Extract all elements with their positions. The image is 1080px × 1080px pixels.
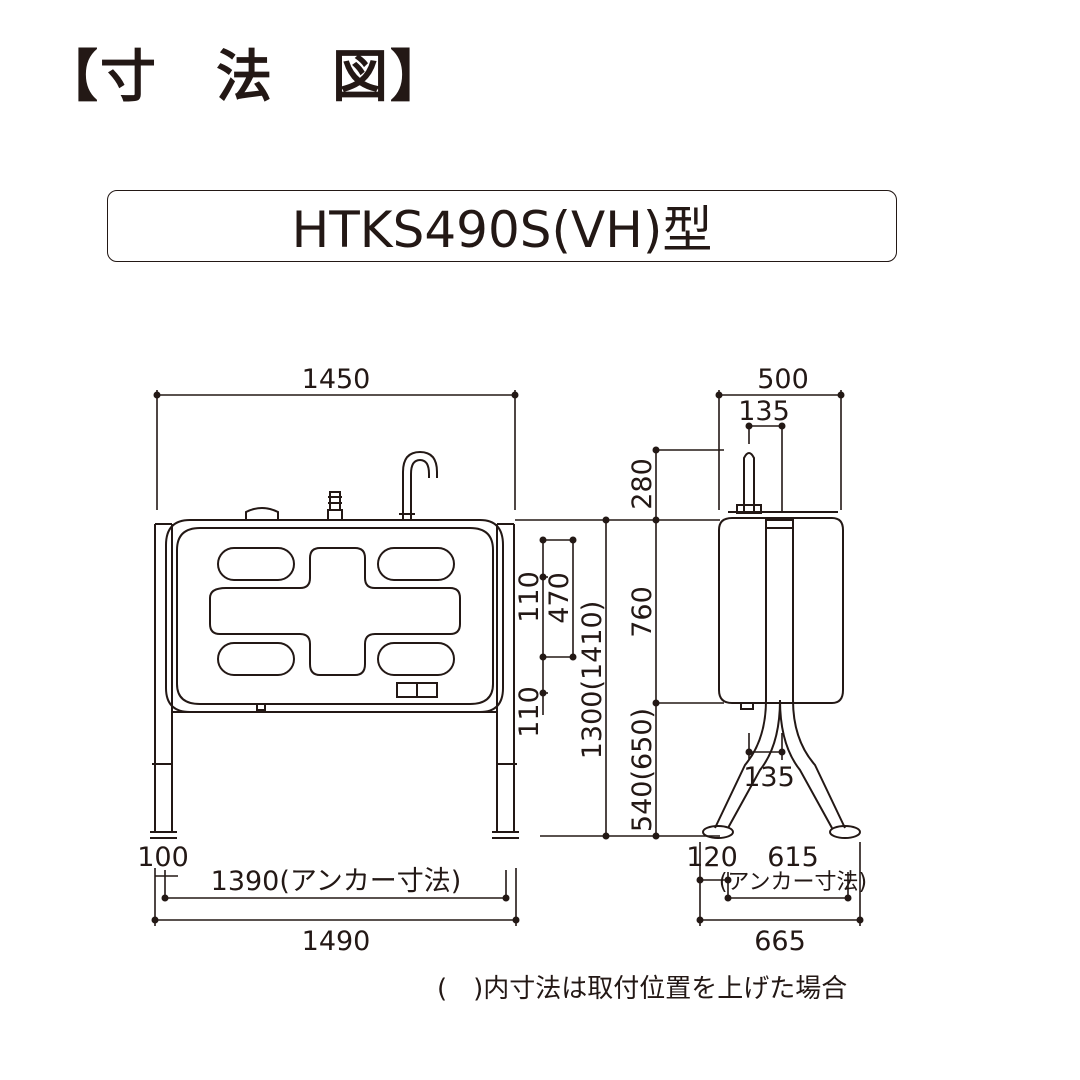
side-view-stand: [702, 519, 861, 839]
dim-120: 120: [686, 842, 738, 873]
dim-540-650: 540(650): [627, 708, 658, 832]
dim-135-leg: 135: [743, 762, 795, 793]
dim-1390-anchor: 1390(アンカー寸法): [211, 866, 462, 897]
dim-1450: 1450: [302, 364, 371, 395]
side-view-tank: [718, 452, 844, 710]
dim-110-top: 110: [514, 571, 545, 623]
dim-1490: 1490: [302, 926, 371, 957]
dim-615: 615: [767, 842, 819, 873]
dim-500: 500: [757, 364, 809, 395]
model-label: HTKS490S(VH)型: [291, 201, 713, 259]
side-view-dimension-lines: [655, 390, 861, 926]
dimension-dots: [151, 391, 864, 924]
footnote: ( )内寸法は取付位置を上げた場合: [437, 974, 848, 1004]
dim-100: 100: [137, 842, 189, 873]
dim-280: 280: [627, 458, 658, 510]
front-view-stand: [150, 523, 519, 839]
dim-615-note: (アンカー寸法): [719, 870, 867, 895]
dim-470: 470: [544, 572, 575, 624]
dim-760: 760: [627, 586, 658, 638]
dim-110-bottom: 110: [514, 686, 545, 738]
front-view-tank: [165, 450, 504, 713]
dim-665: 665: [754, 926, 806, 957]
dim-135-top: 135: [738, 396, 790, 427]
model-label-box: HTKS490S(VH)型: [107, 190, 897, 262]
dim-1300-1410: 1300(1410): [577, 601, 608, 760]
page-title: 【寸 法 図】: [42, 45, 448, 110]
